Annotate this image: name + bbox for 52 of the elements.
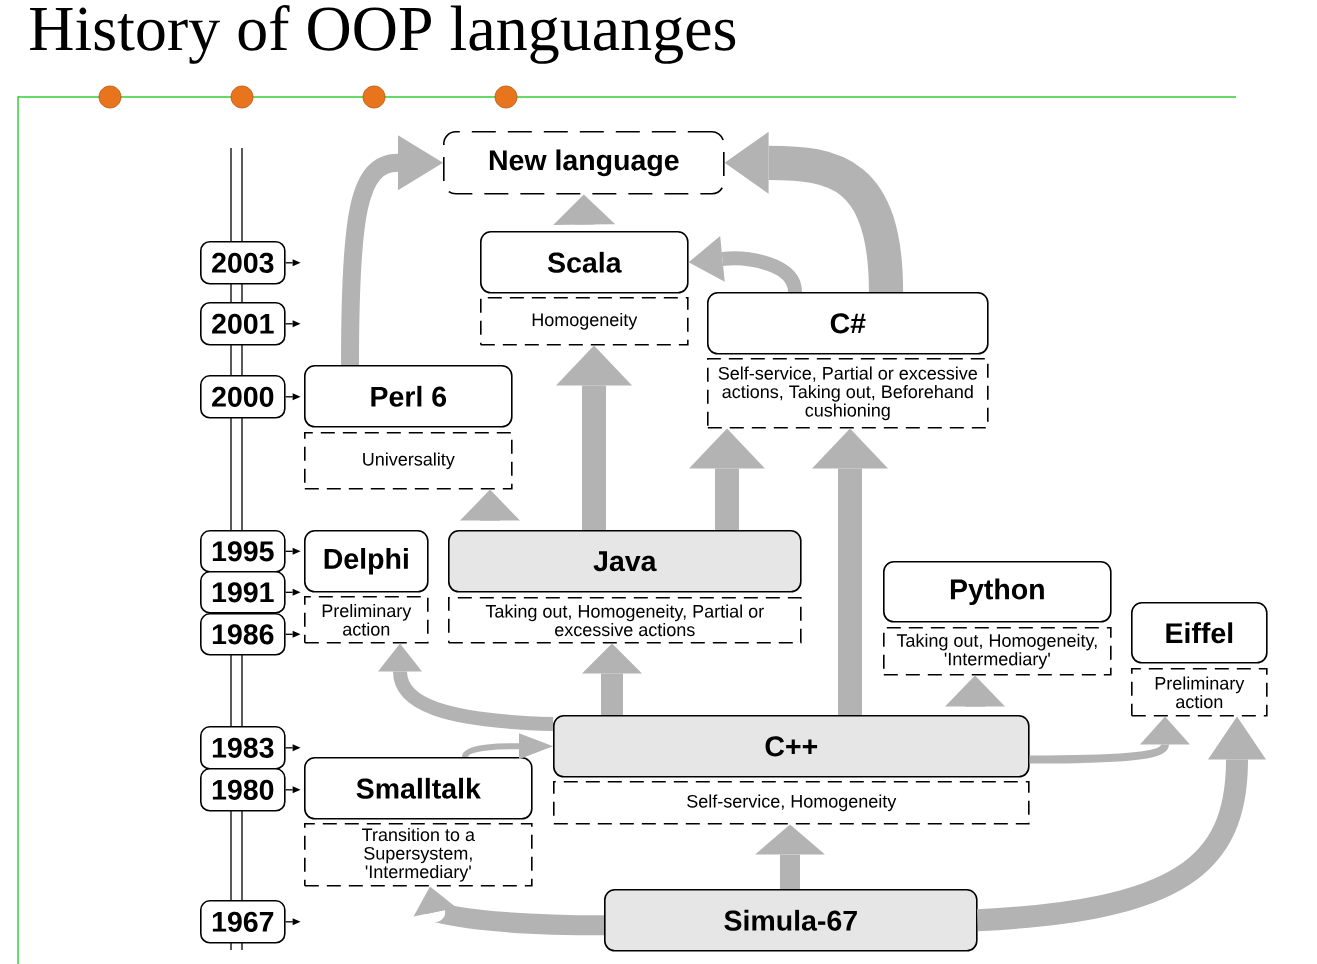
description-box: Taking out, Homogeneity, Partial or excessive actions: [448, 597, 802, 644]
language-box: C#: [707, 292, 989, 355]
block-arrow: [976, 716, 1266, 932]
arrow: [284, 547, 301, 555]
triangle-arrow: [945, 675, 1005, 707]
description-box: Self-service, Homogeneity: [553, 781, 1030, 825]
arrow: [284, 630, 301, 638]
description-box: Universality: [304, 432, 513, 490]
block-arrow: [462, 733, 553, 760]
arrow: [284, 588, 301, 596]
language-box: Perl 6: [304, 365, 513, 428]
language-box: Delphi: [304, 530, 429, 593]
year-box: 1983: [200, 726, 286, 770]
year-box: 2000: [200, 375, 286, 419]
triangle-arrow: [553, 194, 616, 225]
arrow: [284, 918, 301, 926]
description-box: Self-service, Partial or excessive actions, Taking out, Beforehand cushioning: [707, 358, 989, 429]
language-box: Java: [448, 530, 802, 593]
year-box: 1967: [200, 900, 286, 944]
dashed-box: New language: [443, 131, 725, 195]
year-box: 1986: [200, 613, 286, 656]
block-arrow: [556, 345, 632, 530]
block-arrow: [689, 428, 765, 530]
arrow: [284, 259, 301, 267]
language-box: Smalltalk: [304, 757, 533, 820]
language-box: C++: [553, 715, 1030, 778]
arrow: [284, 393, 301, 401]
arrow: [284, 744, 301, 752]
block-arrow: [413, 886, 605, 936]
description-box: Preliminary action: [304, 596, 429, 644]
language-box: Scala: [480, 231, 689, 294]
triangle-arrow: [460, 489, 520, 521]
language-box: Simula-67: [604, 889, 978, 952]
title: History of OOP languanges: [30, 4, 736, 64]
block-arrow: [378, 643, 554, 731]
language-box: Python: [883, 561, 1112, 623]
block-arrow: [582, 643, 642, 715]
year-box: 2001: [200, 302, 286, 346]
block-arrow: [812, 428, 888, 715]
description-box: Transition to a Supersystem, 'Intermediary': [304, 823, 533, 887]
language-box: Eiffel: [1131, 602, 1268, 664]
year-box: 2003: [200, 241, 286, 285]
year-box: 1991: [200, 571, 286, 614]
arrow: [284, 786, 301, 794]
year-box: 1995: [200, 530, 286, 573]
description-box: Homogeneity: [480, 297, 689, 346]
year-box: 1980: [200, 768, 286, 812]
description-box: Preliminary action: [1131, 668, 1268, 717]
block-arrow: [341, 135, 443, 366]
arrow: [284, 320, 301, 328]
description-box: Taking out, Homogeneity, 'Intermediary': [883, 627, 1112, 676]
block-arrow: [755, 824, 825, 889]
